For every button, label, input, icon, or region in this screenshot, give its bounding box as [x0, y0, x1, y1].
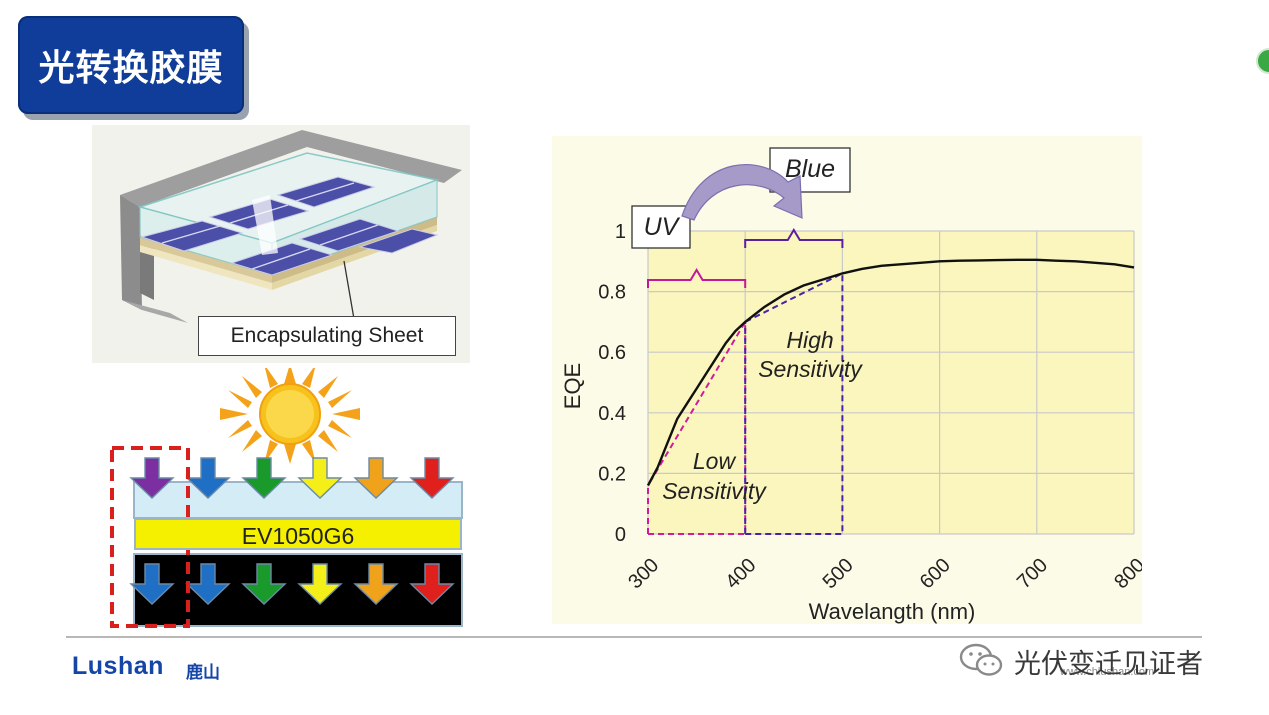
solar-module-svg: [120, 130, 462, 323]
incoming-arrow-icon: [297, 457, 343, 499]
incoming-arrow-icon: [353, 457, 399, 499]
incoming-light-arrows: [129, 457, 455, 499]
transmitted-arrow-icon: [129, 563, 175, 605]
company-logo: Lushan: [72, 652, 164, 680]
company-url: www.chlushan.com: [1060, 666, 1155, 678]
transmitted-arrow-icon: [241, 563, 287, 605]
blue-label: Blue: [785, 155, 835, 183]
transmitted-arrow-icon: [353, 563, 399, 605]
x-tick-label: 800: [1110, 554, 1142, 593]
eqe-curve: [646, 258, 1135, 487]
sun-icon: [220, 368, 360, 464]
uv-highlight-box: [110, 446, 190, 628]
light-conversion-diagram: [110, 368, 463, 628]
x-tick-label: 500: [819, 554, 858, 593]
incoming-arrow-icon: [409, 457, 455, 499]
low-sensitivity-line1: Low: [693, 448, 737, 474]
low-sensitivity-line2: Sensitivity: [662, 478, 767, 504]
y-tick-label: 0.2: [598, 463, 626, 485]
x-tick-label: 700: [1013, 554, 1052, 593]
sensitivity-regions: [647, 271, 844, 535]
encapsulating-sheet-label: Encapsulating Sheet: [198, 316, 456, 356]
footer-divider: [66, 636, 1202, 638]
y-axis-label: EQE: [560, 363, 585, 409]
high-sensitivity-region: [744, 271, 844, 535]
high-sensitivity-line2: Sensitivity: [758, 356, 863, 382]
uv-brace: [647, 268, 747, 288]
company-logo-cn: 鹿山: [186, 663, 220, 683]
y-tick-labels: 0 0.2 0.4 0.6 0.8 1: [598, 221, 626, 546]
blue-brace: [744, 228, 844, 248]
y-tick-label: 1: [615, 221, 626, 243]
uv-label: UV: [644, 213, 681, 241]
transmitted-arrow-icon: [409, 563, 455, 605]
transmitted-arrow-icon: [185, 563, 231, 605]
y-tick-label: 0: [615, 524, 626, 546]
y-tick-label: 0.8: [598, 282, 626, 304]
side-badge-icon[interactable]: [1256, 48, 1269, 74]
transmitted-light-arrows: [129, 563, 455, 605]
incoming-arrow-icon: [241, 457, 287, 499]
title-badge: 光转换胶膜: [18, 16, 244, 114]
x-tick-label: 400: [721, 554, 760, 593]
y-tick-label: 0.6: [598, 342, 626, 364]
uv-label-box: [631, 205, 691, 249]
page-title: 光转换胶膜: [38, 48, 224, 89]
wechat-account-name: 光伏变迁见证者: [1014, 649, 1203, 680]
high-sensitivity-line1: High: [786, 327, 833, 353]
incoming-arrow-icon: [185, 457, 231, 499]
x-axis-label: Wavelangth (nm): [809, 599, 976, 624]
x-tick-label: 300: [624, 554, 663, 593]
eqe-chart: 0 0.2 0.4 0.6 0.8 1 300 400 500 600 700 800 EQE Wa…: [560, 147, 1142, 624]
x-tick-labels: 300 400 500 600 700 800: [624, 554, 1142, 593]
y-tick-label: 0.4: [598, 403, 626, 425]
transmitted-arrow-icon: [297, 563, 343, 605]
film-product-label: EV1050G6: [241, 523, 355, 549]
wechat-icon: [959, 643, 1003, 676]
incoming-arrow-icon: [129, 457, 175, 499]
conversion-film-layer: [134, 518, 462, 550]
low-sensitivity-region: [647, 318, 747, 535]
x-tick-label: 600: [916, 554, 955, 593]
solar-module-illustration: [92, 125, 470, 363]
conversion-arrow-icon: [681, 164, 803, 221]
plot-area: [648, 231, 1134, 534]
